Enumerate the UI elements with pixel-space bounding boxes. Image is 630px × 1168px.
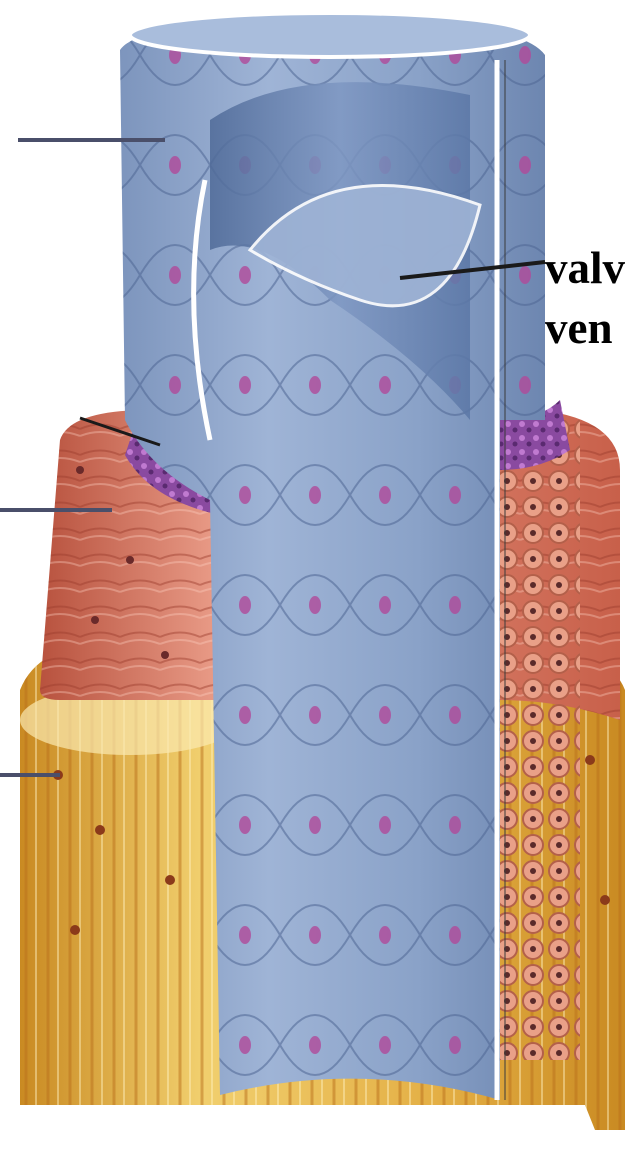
media-cut-section <box>500 420 580 1060</box>
label-valve-line-1: valv <box>545 240 625 296</box>
label-valve-line-2: ven <box>545 300 613 356</box>
